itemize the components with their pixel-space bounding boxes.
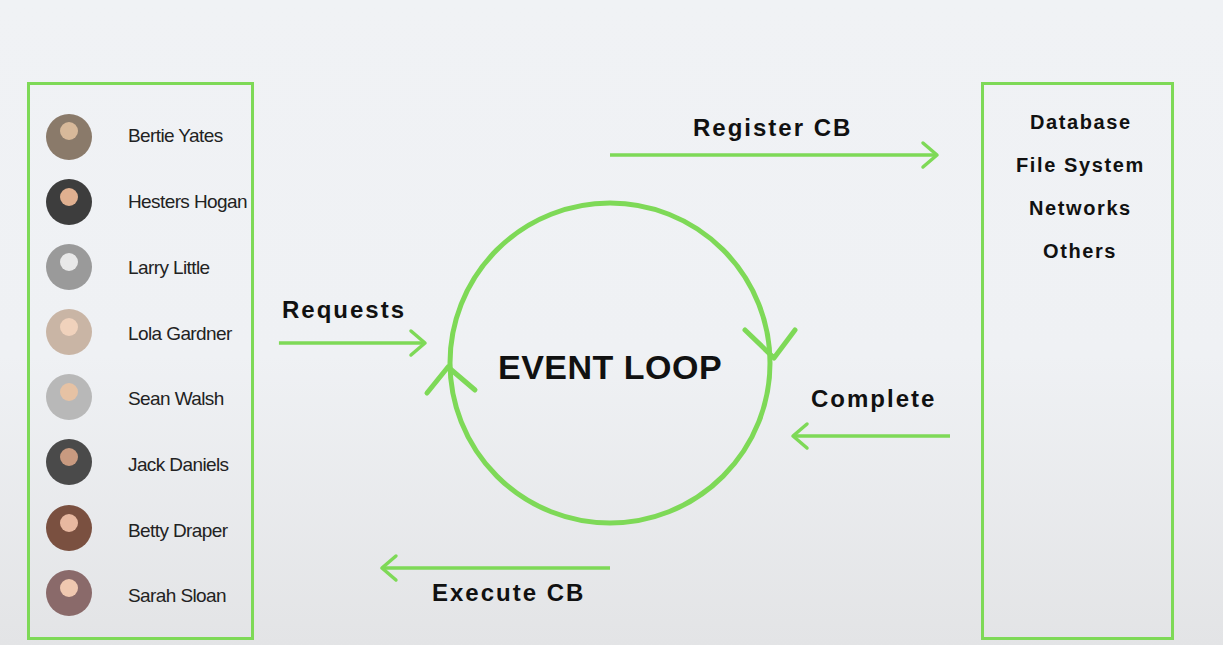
avatar-face [60, 383, 78, 401]
loop-arrowhead [745, 330, 795, 358]
event-loop-circle: EVENT LOOP [447, 200, 773, 526]
avatar-face [60, 448, 78, 466]
arrow-label: Register CB [693, 114, 852, 142]
avatar [46, 244, 92, 290]
avatar-face [60, 188, 78, 206]
user-name: Sarah Sloan [128, 585, 226, 607]
resource-name: Networks [1029, 197, 1132, 220]
flow-arrow [279, 331, 425, 355]
user-name: Jack Daniels [128, 454, 229, 476]
avatar [46, 570, 92, 616]
avatar [46, 505, 92, 551]
avatar [46, 439, 92, 485]
resource-name: Others [1043, 240, 1117, 263]
loop-title: EVENT LOOP [498, 348, 722, 387]
avatar-face [60, 253, 78, 271]
user-name: Larry Little [128, 257, 210, 279]
flow-arrow [610, 143, 937, 167]
flow-arrow [382, 556, 610, 580]
arrow-label: Requests [282, 296, 406, 324]
avatar [46, 179, 92, 225]
client-list-box: Bertie YatesHesters HoganLarry LittleLol… [27, 82, 254, 640]
arrow-label: Complete [811, 385, 936, 413]
user-name: Betty Draper [128, 520, 227, 542]
avatar-face [60, 579, 78, 597]
avatar [46, 114, 92, 160]
user-name: Hesters Hogan [128, 191, 247, 213]
resource-name: Database [1030, 111, 1132, 134]
avatar [46, 374, 92, 420]
flow-arrow [793, 424, 950, 448]
avatar-face [60, 318, 78, 336]
loop-arrowhead [427, 367, 475, 393]
avatar-face [60, 514, 78, 532]
user-name: Lola Gardner [128, 323, 232, 345]
user-name: Sean Walsh [128, 388, 224, 410]
arrow-label: Execute CB [432, 579, 585, 607]
resource-name: File System [1016, 154, 1145, 177]
avatar [46, 309, 92, 355]
resource-box: DatabaseFile SystemNetworksOthers [981, 82, 1174, 640]
avatar-icons [46, 114, 92, 616]
avatar-face [60, 122, 78, 140]
user-name: Bertie Yates [128, 125, 223, 147]
loop-circle [450, 203, 770, 523]
